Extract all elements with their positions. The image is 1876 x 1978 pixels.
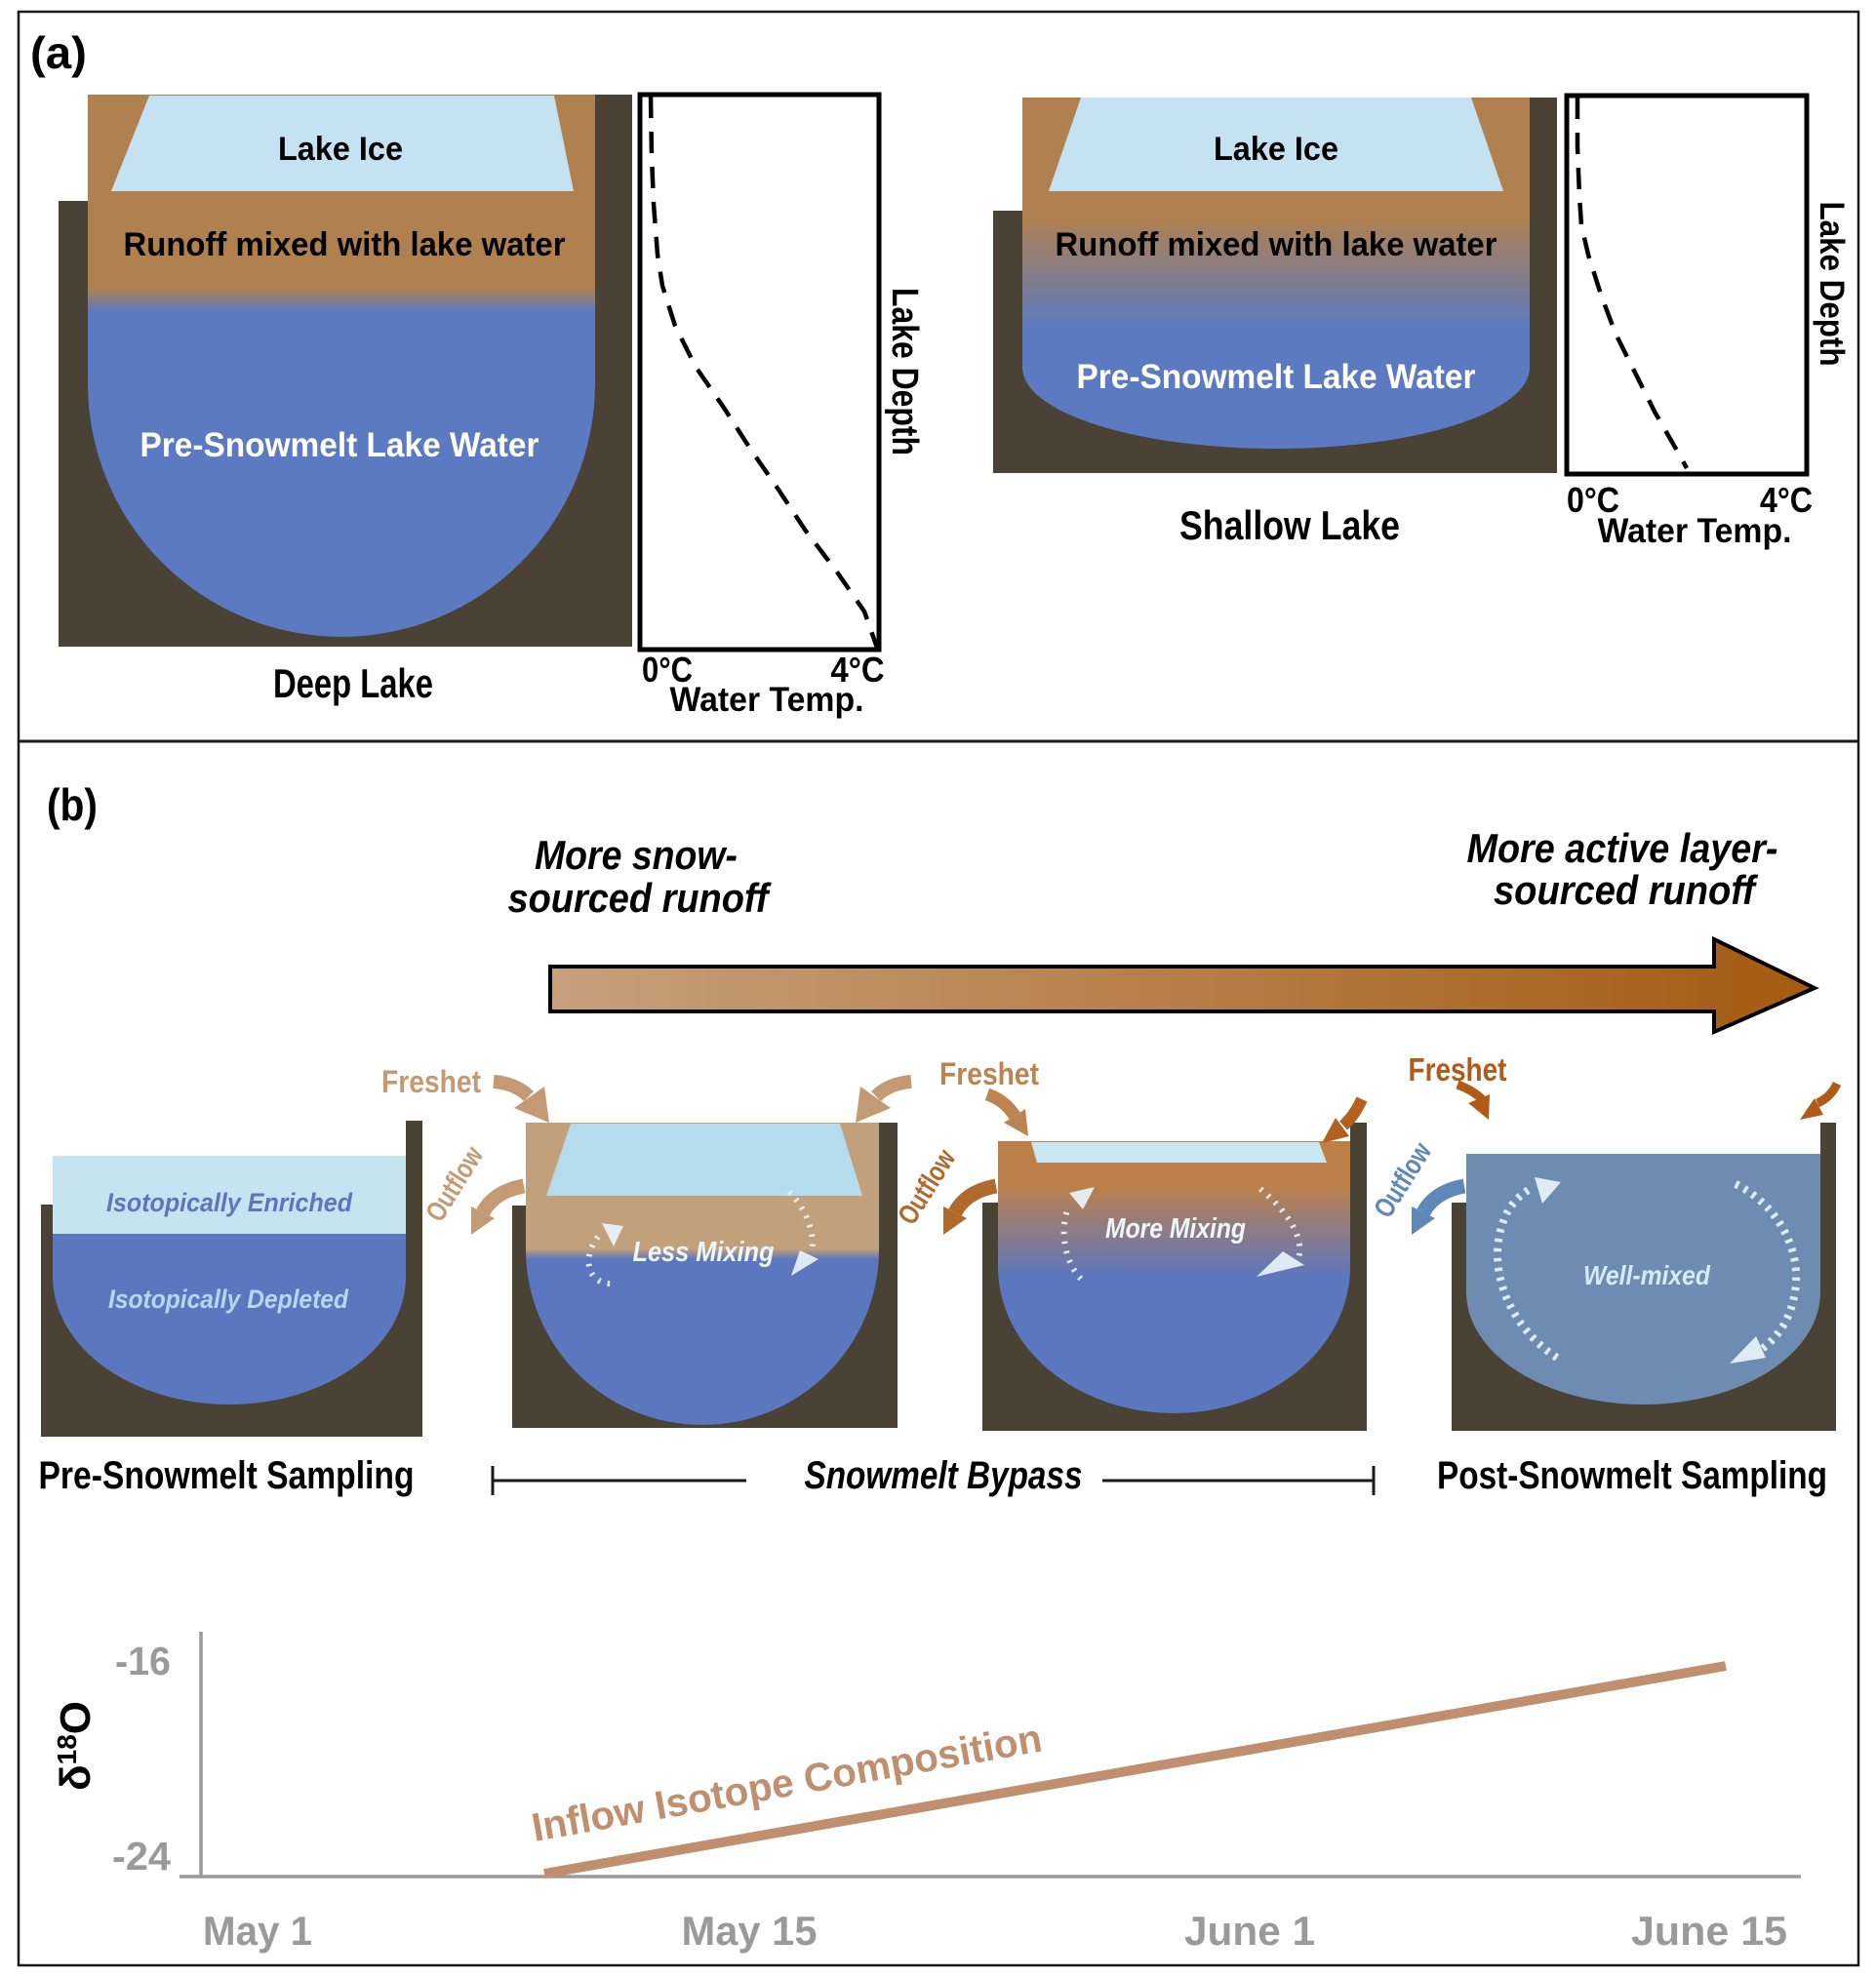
svg-text:Well-mixed: Well-mixed <box>1583 1260 1711 1290</box>
svg-text:Pre-Snowmelt Lake Water: Pre-Snowmelt Lake Water <box>140 426 539 464</box>
svg-text:Lake Ice: Lake Ice <box>1214 131 1338 168</box>
svg-text:Less Mixing: Less Mixing <box>633 1237 775 1268</box>
svg-text:(b): (b) <box>47 779 98 830</box>
svg-text:More snow-: More snow- <box>535 832 738 878</box>
svg-text:Isotopically Enriched: Isotopically Enriched <box>106 1188 352 1217</box>
svg-text:June 1: June 1 <box>1184 1908 1315 1954</box>
svg-text:sourced runoff: sourced runoff <box>1494 867 1759 913</box>
svg-text:Post-Snowmelt Sampling: Post-Snowmelt Sampling <box>1437 1454 1827 1497</box>
svg-text:May 1: May 1 <box>203 1908 312 1954</box>
svg-text:Pre-Snowmelt Sampling: Pre-Snowmelt Sampling <box>39 1454 415 1497</box>
svg-text:-24: -24 <box>112 1834 171 1879</box>
svg-text:More active layer-: More active layer- <box>1467 825 1778 871</box>
svg-text:Lake Depth: Lake Depth <box>884 288 925 455</box>
svg-text:Isotopically Depleted: Isotopically Depleted <box>108 1285 348 1314</box>
svg-text:4°C: 4°C <box>1760 480 1813 520</box>
svg-text:-16: -16 <box>115 1639 171 1683</box>
svg-text:(a): (a) <box>30 27 87 78</box>
svg-text:Pre-Snowmelt Lake Water: Pre-Snowmelt Lake Water <box>1077 358 1476 396</box>
svg-text:Shallow Lake: Shallow Lake <box>1179 502 1400 548</box>
svg-text:Freshet: Freshet <box>1409 1051 1507 1088</box>
svg-text:0°C: 0°C <box>1567 480 1619 520</box>
svg-text:June 15: June 15 <box>1631 1908 1787 1954</box>
svg-text:More Mixing: More Mixing <box>1105 1213 1246 1245</box>
svg-text:sourced runoff: sourced runoff <box>508 875 773 921</box>
svg-text:Freshet: Freshet <box>939 1056 1039 1091</box>
svg-text:May 15: May 15 <box>682 1908 818 1954</box>
svg-text:Snowmelt Bypass: Snowmelt Bypass <box>805 1454 1083 1497</box>
svg-text:Lake Ice: Lake Ice <box>278 131 403 168</box>
svg-text:4°C: 4°C <box>831 650 885 690</box>
svg-text:Deep Lake: Deep Lake <box>273 660 433 706</box>
svg-text:0°C: 0°C <box>642 650 693 690</box>
svg-text:Runoff mixed with lake water: Runoff mixed with lake water <box>1056 226 1497 263</box>
svg-text:Water Temp.: Water Temp. <box>1598 512 1792 550</box>
svg-text:Runoff mixed with lake water: Runoff mixed with lake water <box>124 226 566 263</box>
svg-text:Lake Depth: Lake Depth <box>1813 202 1851 367</box>
svg-text:Water Temp.: Water Temp. <box>670 681 864 719</box>
svg-text:Freshet: Freshet <box>381 1064 481 1099</box>
